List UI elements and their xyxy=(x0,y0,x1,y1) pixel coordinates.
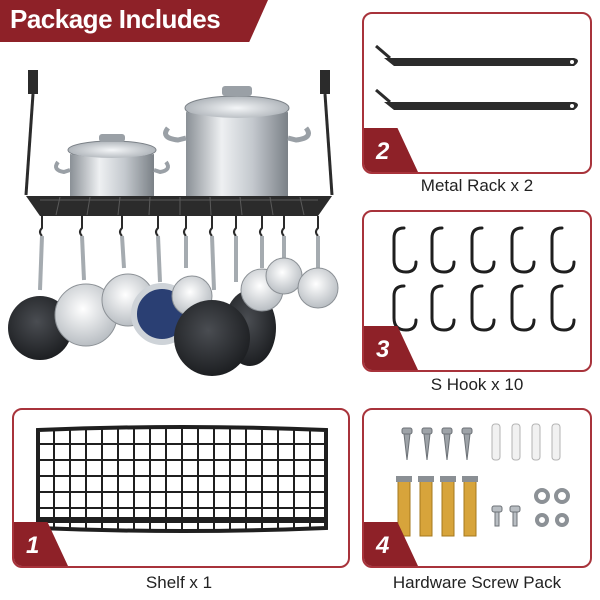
wire-shelf-icon xyxy=(36,425,328,533)
caption-hardware: Hardware Screw Pack xyxy=(392,573,562,592)
page-title: Package Includes xyxy=(10,4,221,34)
caption-shelf: Shelf x 1 xyxy=(145,573,213,592)
header-banner xyxy=(0,0,268,42)
s-hook-icon xyxy=(392,226,576,332)
number-label: 4 xyxy=(376,532,390,559)
number-label: 2 xyxy=(376,138,390,165)
panel-hardware: 4 xyxy=(362,408,592,568)
number-label: 1 xyxy=(26,532,40,559)
number-label: 3 xyxy=(376,336,390,363)
panel-metal-rack: 2 xyxy=(362,12,592,174)
panel-shelf: 1 xyxy=(12,408,350,568)
panel-s-hook: 3 xyxy=(362,210,592,372)
caption-s-hook: S Hook x 10 xyxy=(430,375,524,394)
metal-rack-bar xyxy=(375,44,578,110)
hardware-screw-pack-icon xyxy=(396,423,570,537)
pot-rack-illustration xyxy=(8,70,339,376)
caption-metal-rack: Metal Rack x 2 xyxy=(420,176,534,195)
